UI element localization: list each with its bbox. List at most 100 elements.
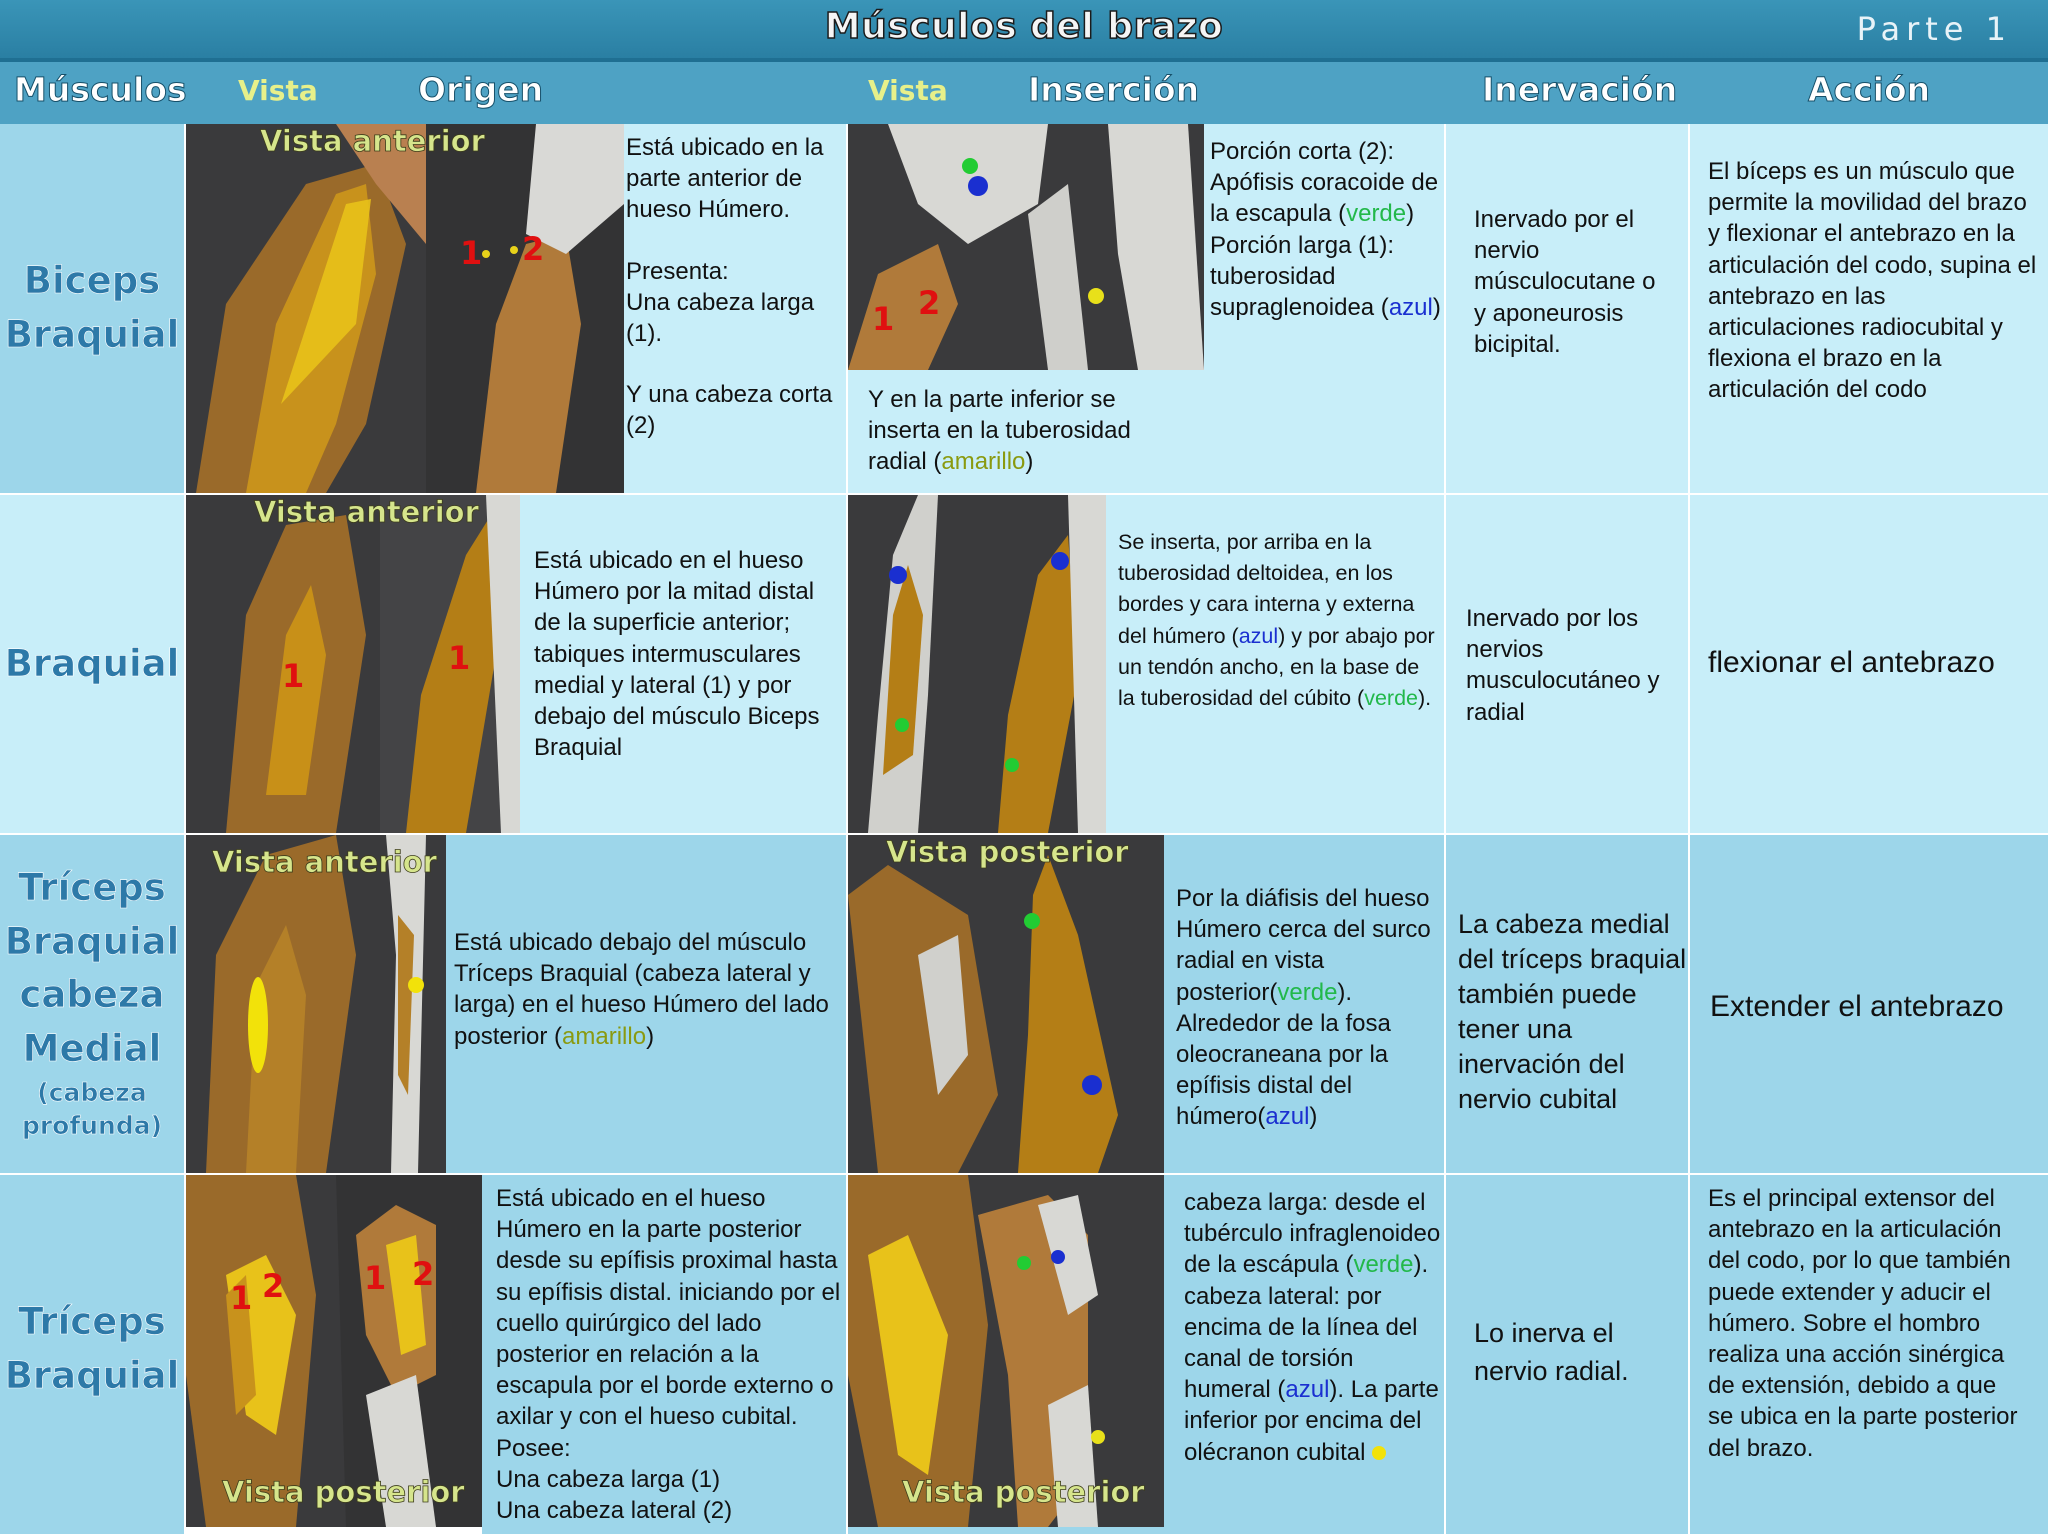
insertion-text: Por la diáfisis del hueso Húmero cerca d… <box>1176 883 1442 1133</box>
insertion-text-part: Por la diáfisis del hueso Húmero cerca d… <box>1176 885 1431 1006</box>
origin-view-label: Vista posterior <box>222 1475 465 1510</box>
action-text: Extender el antebrazo <box>1710 990 2004 1023</box>
muscle-name: Biceps <box>23 259 161 303</box>
origin-text-cell: Está ubicado en el hueso Húmero por la m… <box>520 495 848 835</box>
marker-number: 2 <box>412 1255 435 1293</box>
origin-text-part: ) <box>646 1022 655 1050</box>
table-row-braquial: Braquial Vista anterior 1 1 Está ubicado… <box>0 495 2048 835</box>
muscle-name-cell: Braquial <box>0 495 186 835</box>
origin-text: Y una cabeza corta <box>626 381 833 409</box>
insertion-text-part: cabeza lateral: por encima de la línea d… <box>1184 1282 1418 1404</box>
muscle-name: Tríceps Braquial cabeza Medial (cabeza p… <box>4 861 180 1143</box>
action-text: Es el principal extensor del antebrazo e… <box>1708 1185 2018 1462</box>
insertion-view-label: Vista posterior <box>902 1475 1145 1510</box>
muscle-name-cell: Tríceps Braquial cabeza Medial (cabeza p… <box>0 835 186 1175</box>
muscle-name-subtitle: profunda) <box>21 1111 163 1141</box>
insertion-cell: Se inserta, por arriba en la tuberosidad… <box>848 495 1446 835</box>
marker-number: 1 <box>448 639 471 677</box>
color-word-green: verde <box>1364 685 1419 710</box>
muscle-name: Tríceps Braquial <box>4 1295 180 1402</box>
header-origin: Origen <box>417 70 544 110</box>
color-word-blue: azul <box>1388 293 1433 321</box>
insertion-text-part: cabeza larga: desde el tubérculo infragl… <box>1184 1189 1441 1279</box>
insertion-cell: Vista posterior cabeza larga: desde el t… <box>848 1175 1446 1536</box>
insertion-text-part: ) <box>1309 1103 1318 1131</box>
insertion-text: cabeza larga: desde el tubérculo infragl… <box>1184 1187 1442 1468</box>
insertion-text: Se inserta, por arriba en la tuberosidad… <box>1118 527 1438 714</box>
marker-number: 1 <box>460 234 483 272</box>
part-label: Parte 1 <box>1856 10 2012 48</box>
insertion-text: Porción corta (2): Apófisis coracoide de… <box>1210 138 1441 321</box>
muscle-name-line: Medial <box>22 1026 162 1071</box>
color-word-blue: azul <box>1285 1376 1330 1404</box>
biceps-insertion-image: 1 2 <box>848 124 1204 370</box>
page-title: Músculos del brazo <box>824 5 1224 48</box>
origin-text: Está ubicado en el hueso Húmero por la m… <box>534 547 820 762</box>
insertion-text-part: Porción corta (2): Apófisis coracoide de… <box>1210 138 1439 228</box>
innervation-cell: Lo inerva el nervio radial. <box>1446 1175 1690 1536</box>
muscle-name-subtitle: (cabeza <box>37 1077 147 1107</box>
muscle-name-line: cabeza <box>19 973 165 1017</box>
title-bar: Músculos del brazo Parte 1 <box>0 0 2048 62</box>
color-word-blue: azul <box>1238 623 1279 648</box>
action-cell: flexionar el antebrazo <box>1690 495 2048 835</box>
table-header: Músculos Vista Origen Vista Inserción In… <box>0 62 2048 124</box>
insertion-text-part: Porción larga (1): tuberosidad supraglen… <box>1210 231 1395 321</box>
table-row-triceps-medial: Tríceps Braquial cabeza Medial (cabeza p… <box>0 835 2048 1175</box>
braquial-insertion-image <box>848 495 1106 833</box>
header-view-insertion: Vista <box>868 74 948 107</box>
origin-text-part: Está ubicado debajo del músculo Tríceps … <box>454 929 829 1050</box>
header-action: Acción <box>1807 70 1931 110</box>
muscle-name-line2: Braquial <box>4 312 180 356</box>
marker-number: 1 <box>364 1259 387 1297</box>
insertion-text-part: ). <box>1418 685 1432 710</box>
marker-number: 2 <box>918 284 941 322</box>
insertion-view-label: Vista posterior <box>886 835 1129 869</box>
innervation-text: Lo inerva el nervio radial. <box>1474 1318 1629 1386</box>
table-row-biceps: Biceps Braquial Vista anterior 1 2 Está … <box>0 124 2048 495</box>
muscle-name-line: Braquial <box>4 1353 180 1397</box>
origin-view-label: Vista anterior <box>254 495 480 529</box>
yellow-dot-icon <box>1372 1446 1387 1461</box>
origin-text-cell: Está ubicado en la parte anterior de hue… <box>624 124 848 495</box>
insertion-text-part: ) <box>1025 448 1034 476</box>
innervation-cell: Inervado por los nervios musculocutáneo … <box>1446 495 1690 835</box>
muscle-name-cell: Tríceps Braquial <box>0 1175 186 1536</box>
insertion-text-part: Se inserta, por arriba en la tuberosidad… <box>1118 530 1415 648</box>
muscle-name: Braquial <box>4 642 180 686</box>
origin-text: (2) <box>626 412 656 440</box>
action-cell: Extender el antebrazo <box>1690 835 2048 1175</box>
insertion-text-part: Y en la parte inferior se inserta en la … <box>868 386 1131 476</box>
muscle-name-line: Tríceps <box>18 1300 166 1344</box>
color-word-blue: azul <box>1265 1103 1310 1131</box>
marker-number: 1 <box>872 300 895 338</box>
triceps-medial-origin-image: Vista anterior <box>186 835 446 1173</box>
insertion-text-part: ). <box>1329 1376 1345 1404</box>
insertion-text-part: ) y por abajo por un tendón ancho, en la… <box>1118 623 1435 710</box>
insertion-text-part: ). <box>1413 1251 1429 1279</box>
braquial-origin-image: Vista anterior 1 1 <box>186 495 520 833</box>
biceps-origin-image: Vista anterior 1 2 <box>186 124 624 493</box>
muscle-name-line: Braquial <box>4 919 180 963</box>
origin-view-label: Vista anterior <box>212 845 438 880</box>
origin-text: Está ubicado debajo del músculo Tríceps … <box>454 927 844 1052</box>
innervation-text: Inervado por el nervio músculocutane o y… <box>1474 206 1656 358</box>
triceps-insertion-image: Vista posterior <box>848 1175 1164 1527</box>
origin-text: Una cabeza larga (1). <box>626 288 815 347</box>
origin-view-label: Vista anterior <box>260 124 486 158</box>
action-text: El bíceps es un músculo que permite la m… <box>1708 158 2037 404</box>
innervation-text: La cabeza medial del tríceps braquial ta… <box>1458 909 1687 1115</box>
header-insertion: Inserción <box>1027 70 1200 110</box>
innervation-cell: La cabeza medial del tríceps braquial ta… <box>1446 835 1690 1175</box>
header-innervation: Inervación <box>1481 70 1678 110</box>
insertion-text-part: La parte inferior por encima del olécran… <box>1184 1376 1439 1466</box>
color-word-green: verde <box>1277 978 1338 1006</box>
innervation-cell: Inervado por el nervio músculocutane o y… <box>1446 124 1690 495</box>
origin-text: Está ubicado en el hueso Húmero en la pa… <box>496 1183 846 1526</box>
color-word-green: verde <box>1346 200 1407 228</box>
origin-text-part: Una cabeza larga (1) <box>496 1465 721 1493</box>
muscle-name-cell: Biceps Braquial <box>0 124 186 495</box>
marker-number: 1 <box>230 1279 253 1317</box>
muscle-name-line: Tríceps <box>18 866 166 910</box>
marker-number: 1 <box>282 657 305 695</box>
